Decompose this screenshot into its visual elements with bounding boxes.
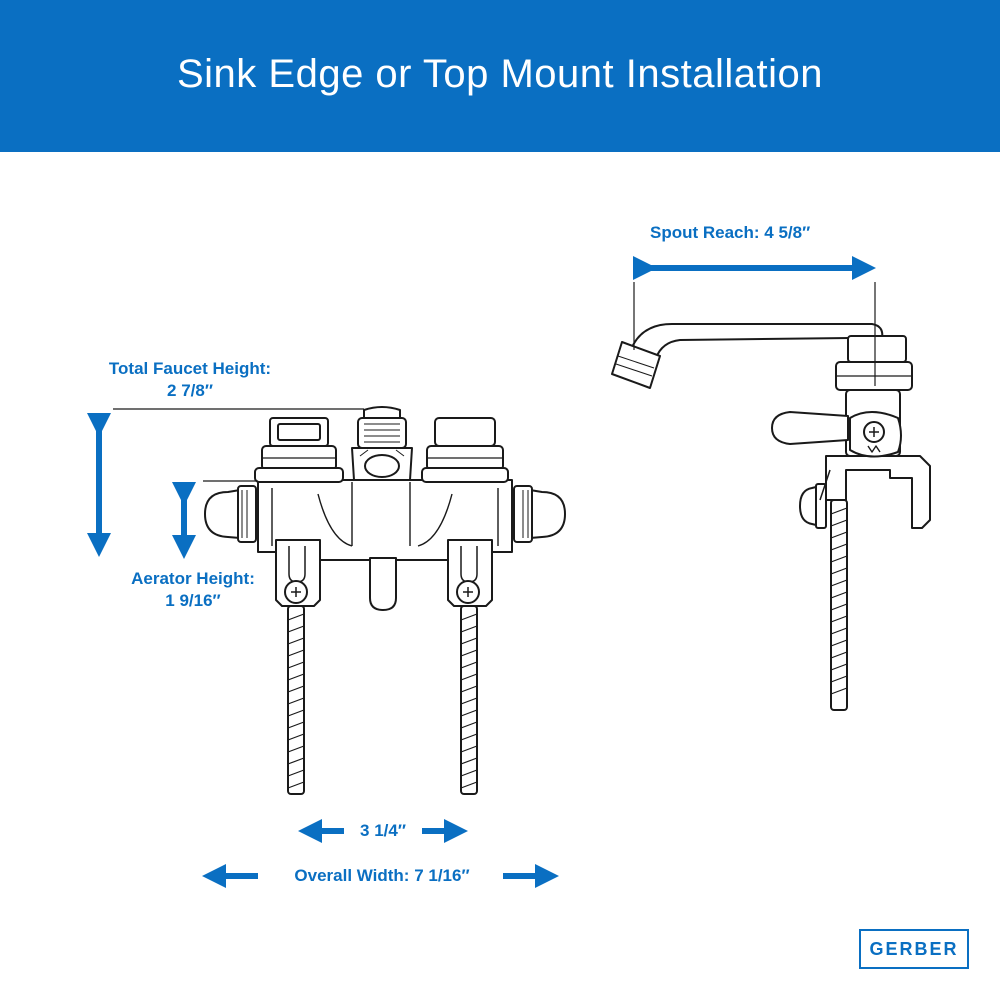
total-height-label-text: Total Faucet Height: [108, 359, 272, 378]
dimension-arrows [87, 256, 876, 888]
aerator-height-label-text: Aerator Height: [131, 569, 255, 588]
header-banner: Sink Edge or Top Mount Installation [0, 0, 1000, 152]
left-threaded-shank [287, 605, 305, 795]
side-view-faucet [611, 323, 931, 711]
bottom-outlet [369, 557, 397, 611]
right-valve [421, 417, 509, 483]
left-mounting-clamp [275, 539, 321, 607]
front-reference-lines [113, 408, 364, 482]
right-threaded-shank [460, 605, 478, 795]
side-reference-lines [633, 282, 876, 386]
side-clamp-bracket [825, 455, 931, 529]
right-mounting-clamp [447, 539, 493, 607]
spout-reach-label: Spout Reach: 4 5/8″ [650, 223, 811, 242]
side-aerator-tip [611, 341, 661, 389]
front-view-faucet [204, 406, 566, 795]
center-aerator [351, 406, 413, 481]
center-spacing-label: 3 1/4″ [360, 821, 406, 840]
left-valve [254, 417, 344, 483]
left-handle-knob [204, 485, 257, 543]
overall-width-label: Overall Width: 7 1/16″ [294, 866, 470, 885]
gerber-logo: GERBER [859, 929, 969, 969]
total-height-value: 2 7/8″ [167, 381, 213, 400]
right-handle-knob [513, 485, 566, 543]
total-height-label: Total Faucet Height: 2 7/8″ [86, 358, 294, 402]
aerator-height-label: Aerator Height: 1 9/16″ [112, 568, 274, 612]
side-spout-arm [629, 323, 884, 359]
page-title: Sink Edge or Top Mount Installation [176, 52, 824, 96]
side-lever-handle [771, 411, 849, 445]
aerator-height-value: 1 9/16″ [165, 591, 221, 610]
side-threaded-shank [830, 499, 848, 711]
